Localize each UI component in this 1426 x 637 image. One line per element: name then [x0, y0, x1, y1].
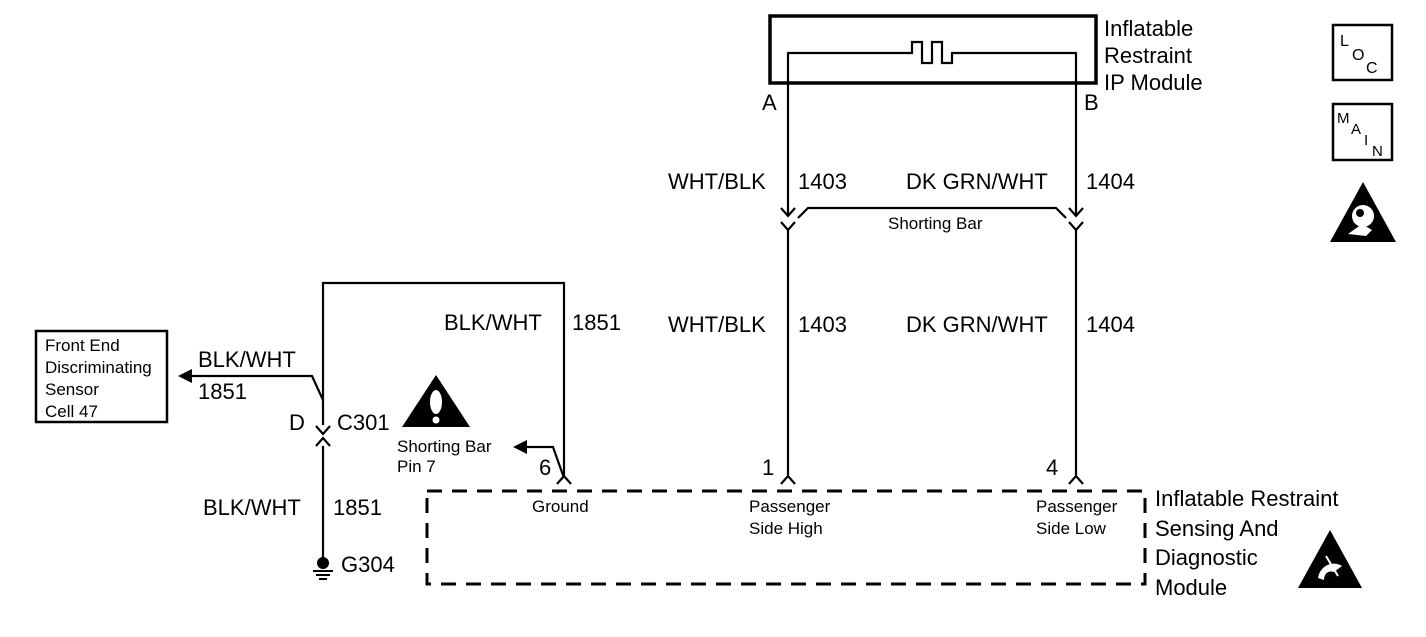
ip-pin-b-label: B: [1084, 90, 1099, 115]
ip-module-label-line3: IP Module: [1104, 70, 1203, 95]
ground-symbol-icon: [313, 557, 333, 580]
sdm-pin4-label-line2: Side Low: [1036, 519, 1107, 538]
main-icon: [1331, 102, 1394, 162]
ground-point-label: G304: [341, 552, 395, 577]
ground-wire-number: 1851: [333, 495, 382, 520]
ip-module-label-line1: Inflatable: [1104, 16, 1193, 41]
sdm-label-line2: Sensing And: [1155, 516, 1279, 541]
ip-module: [768, 14, 1098, 95]
shorting-bar-upper: [797, 206, 1067, 219]
front-sensor-wire-number: 1851: [198, 379, 247, 404]
sdm-label-line3: Diagnostic: [1155, 545, 1258, 570]
sdm-pin-1: 1: [762, 455, 774, 480]
main-icon-letter-n: N: [1372, 143, 1383, 160]
shorting-bar-pin-label-line1: Shorting Bar: [397, 437, 492, 456]
loc-icon-letter-c: C: [1366, 60, 1378, 77]
sdm-pin-6: 6: [539, 455, 551, 480]
lower-right-wire-number: 1404: [1086, 312, 1135, 337]
shorting-bar-pin-label-line2: Pin 7: [397, 457, 436, 476]
lower-left-wire-color: WHT/BLK: [668, 312, 766, 337]
sdm-pin1-label-line2: Side High: [749, 519, 823, 538]
front-sensor-label-line1: Front End: [45, 336, 120, 355]
front-sensor-label-line3: Sensor: [45, 380, 99, 399]
upper-right-wire-number: 1404: [1086, 169, 1135, 194]
ground-loop-wire-number: 1851: [572, 310, 621, 335]
wire-to-front-sensor: [178, 369, 324, 401]
wire-1403: [780, 95, 796, 485]
front-sensor-wire-color: BLK/WHT: [198, 347, 296, 372]
shorting-bar-pin-arrow: [513, 440, 566, 479]
sdm-label-line1: Inflatable Restraint: [1155, 486, 1338, 511]
loc-icon-letter-l: L: [1340, 33, 1349, 50]
front-sensor-box: [34, 329, 169, 424]
ground-wire-color: BLK/WHT: [203, 495, 301, 520]
c301-pin-label: D: [289, 410, 305, 435]
c301-label: C301: [337, 410, 390, 435]
connector-c301: [315, 425, 331, 447]
sdm-pin6-label: Ground: [532, 497, 589, 516]
front-sensor-label-line4: Cell 47: [45, 402, 98, 421]
loc-icon: [1331, 23, 1394, 82]
sdm-pin-4: 4: [1046, 455, 1058, 480]
shorting-bar-upper-label: Shorting Bar: [888, 214, 983, 233]
esd-warning-icon: [1298, 530, 1362, 588]
sdm-label-line4: Module: [1155, 575, 1227, 600]
ground-loop-wire-color: BLK/WHT: [444, 310, 542, 335]
main-icon-letter-i: I: [1364, 132, 1368, 149]
upper-left-wire-number: 1403: [798, 169, 847, 194]
warning-triangle-icon: [402, 375, 470, 427]
upper-left-wire-color: WHT/BLK: [668, 169, 766, 194]
wire-1404: [1068, 95, 1084, 485]
main-icon-letter-m: M: [1337, 110, 1350, 127]
lower-left-wire-number: 1403: [798, 312, 847, 337]
ip-module-label-line2: Restraint: [1104, 43, 1192, 68]
main-icon-letter-a: A: [1351, 121, 1361, 138]
ip-pin-a-label: A: [762, 90, 777, 115]
front-sensor-label-line2: Discriminating: [45, 358, 152, 377]
sdm-pin1-label-line1: Passenger: [749, 497, 831, 516]
lower-right-wire-color: DK GRN/WHT: [906, 312, 1048, 337]
loc-icon-letter-o: O: [1352, 47, 1364, 64]
sdm-box: [425, 489, 1147, 586]
upper-right-wire-color: DK GRN/WHT: [906, 169, 1048, 194]
sdm-pin4-label-line1: Passenger: [1036, 497, 1118, 516]
airbag-warning-icon: [1330, 182, 1396, 242]
